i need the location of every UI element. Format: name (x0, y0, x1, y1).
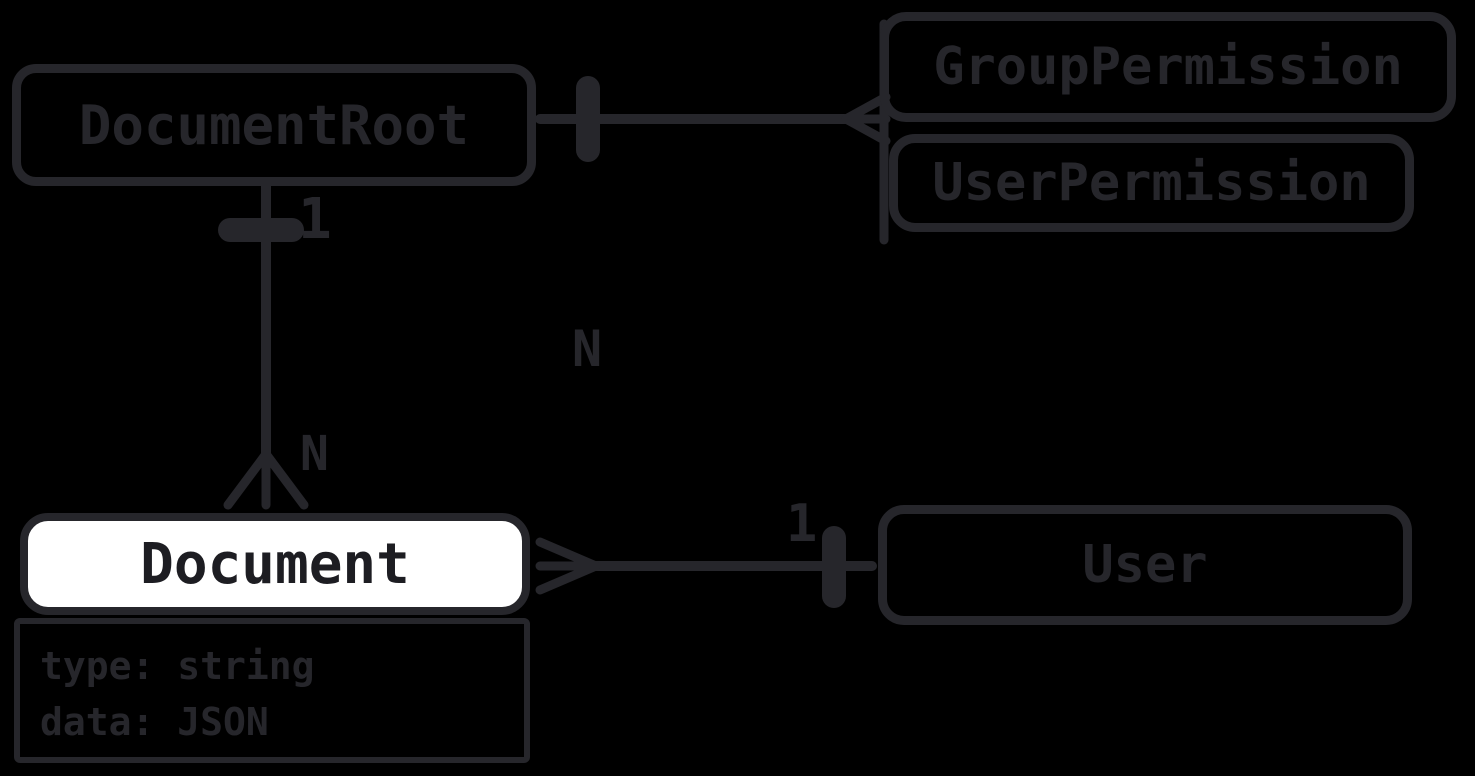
cardinality-label-1-documentroot: 1 (298, 187, 332, 252)
attribute-type: type: string (40, 644, 315, 688)
cardinality-label-n-permissions: N (572, 320, 603, 378)
entity-document-root-label: DocumentRoot (78, 93, 470, 157)
entity-document[interactable]: Document (20, 513, 530, 615)
cardinality-label-n-document: N (300, 426, 329, 482)
entity-group-permission[interactable]: GroupPermission (880, 12, 1456, 122)
connector-documentroot-document (218, 179, 309, 510)
entity-document-root[interactable]: DocumentRoot (12, 64, 536, 186)
connector-document-user (535, 526, 877, 608)
entity-user-permission-label: UserPermission (932, 153, 1371, 213)
entity-user-permission[interactable]: UserPermission (889, 134, 1414, 232)
attribute-data: data: JSON (40, 700, 269, 744)
entity-user-label: User (1082, 535, 1208, 595)
crow-foot-marker (841, 92, 891, 146)
entity-group-permission-label: GroupPermission (933, 37, 1403, 97)
document-attributes-box[interactable]: type: string data: JSON (14, 618, 530, 763)
entity-document-label: Document (140, 531, 410, 597)
connector-documentroot-permissions (535, 19, 891, 245)
entity-user[interactable]: User (878, 505, 1412, 625)
crow-foot-marker (535, 537, 601, 595)
crow-foot-marker (223, 449, 309, 510)
cardinality-label-1-user: 1 (786, 494, 818, 554)
